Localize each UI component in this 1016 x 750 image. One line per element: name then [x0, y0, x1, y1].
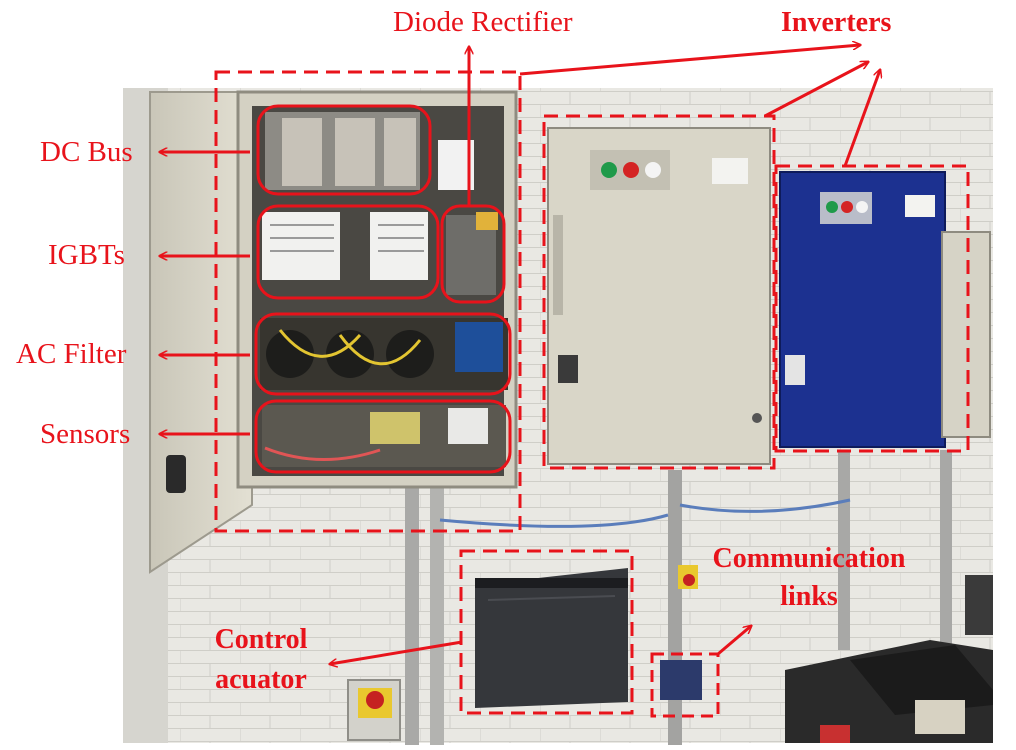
control-actuator-arrow [330, 640, 463, 664]
sensors-outline [254, 399, 512, 474]
label-communication-links: Communication links [712, 543, 906, 612]
yellow-switch [678, 565, 698, 589]
network-switch [660, 660, 702, 700]
label-control-actuator: Control acuator [214, 624, 308, 695]
inverters-arrow-2 [764, 62, 868, 118]
label-sensors: Sensors [40, 418, 131, 450]
label-inverters: Inverters [781, 7, 892, 38]
label-diode-rectifier: Diode Rectifier [393, 6, 573, 38]
inverters-arrow-1 [519, 45, 860, 76]
ac-filter-outline [254, 312, 512, 396]
igbts-outline [256, 204, 440, 300]
label-ac-filter: AC Filter [16, 338, 127, 370]
beige-inverter-cabinet [547, 127, 771, 465]
open-cabinet [236, 90, 518, 489]
label-igbts: IGBTs [48, 239, 125, 271]
annotations-overlay [160, 45, 970, 718]
cabinet-door [149, 91, 253, 574]
beige-inverter-dashed-box [542, 114, 776, 470]
blue-inverter-cabinet [779, 171, 946, 448]
desk [785, 575, 993, 743]
communication-arrow [717, 626, 751, 656]
emergency-stop [347, 679, 401, 741]
control-actuator-dashed-box [459, 549, 634, 715]
open-cabinet-dashed-box [214, 70, 522, 533]
inverters-arrow-3 [843, 70, 880, 167]
blue-inverter-dashed-box [774, 164, 970, 453]
communication-dashed-box [650, 652, 720, 718]
dc-bus-outline [256, 104, 432, 196]
label-dc-bus: DC Bus [40, 136, 133, 168]
diode-rectifier-outline [440, 204, 506, 304]
control-actuator-panel [475, 568, 628, 708]
